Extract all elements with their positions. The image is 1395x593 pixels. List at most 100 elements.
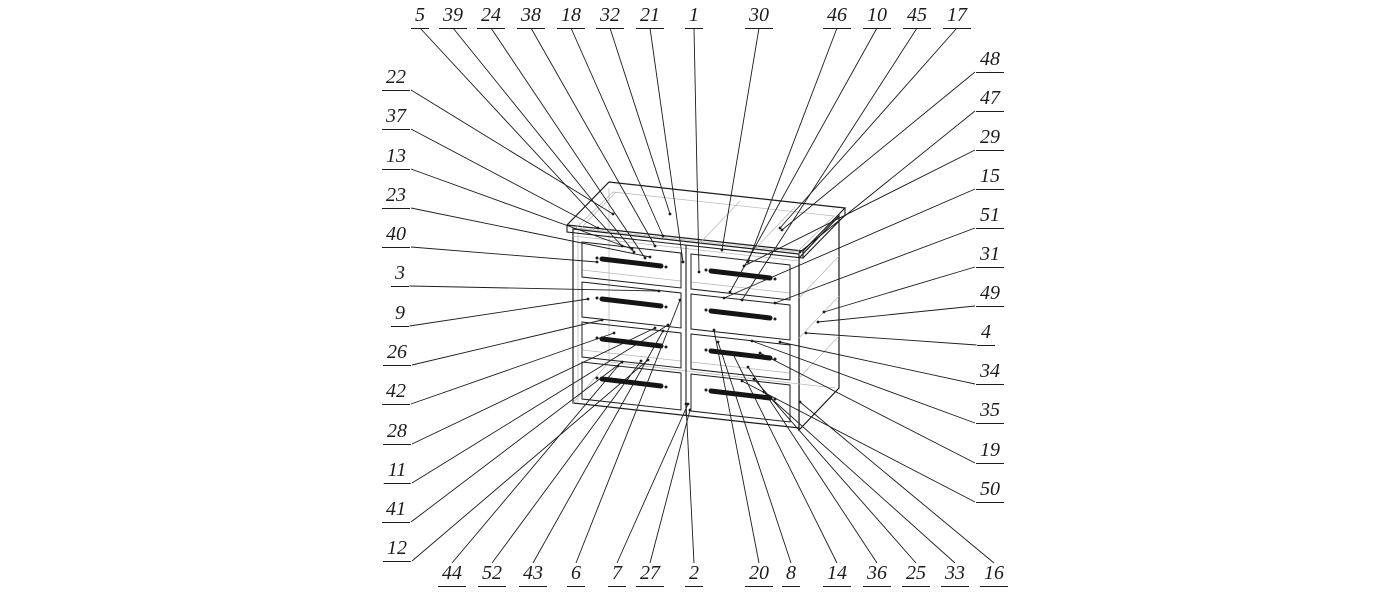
leader-line [570,27,664,237]
leader-endpoint-dot [780,228,784,232]
callout-label: 1 [685,4,703,29]
callout-label: 23 [382,184,410,209]
leader-lines [409,27,995,564]
leader-line [530,27,656,247]
drawer-handle [708,348,773,361]
callout-label: 36 [863,562,891,587]
leader-line [410,128,599,229]
leader-endpoint-dot [684,402,688,406]
leader-line [411,324,669,484]
leader-endpoint-dot [661,329,665,333]
callout-label: 37 [382,105,410,130]
leader-line [452,27,635,253]
leader-line [747,27,838,263]
drawer-handle [599,256,664,269]
leader-line [649,27,684,263]
callout-label: 13 [382,145,410,170]
callout-label: 40 [382,223,410,248]
drawer [581,281,682,329]
callout-label: 9 [391,302,409,327]
drawer-handle [599,376,664,389]
leader-line [799,401,995,564]
callout-label: 17 [943,4,971,29]
callout-label: 51 [976,204,1004,229]
leader-line [741,27,918,301]
callout-label: 3 [391,262,409,287]
leader-endpoint-dot [612,331,616,335]
leader-endpoint-dot [630,247,634,251]
leader-endpoint-dot [648,255,652,259]
callout-label: 22 [382,66,410,91]
leader-endpoint-dot [697,270,701,274]
leader-line [411,359,649,562]
callout-label: 42 [382,380,410,405]
leader-endpoint-dot [746,365,750,369]
leader-endpoint-dot [716,340,720,344]
callout-label: 43 [519,562,547,587]
callout-label: 24 [477,4,505,29]
callout-label: 19 [976,439,1004,464]
callout-label: 52 [478,562,506,587]
callout-label: 8 [782,562,800,587]
leader-endpoint-dot [668,212,672,216]
leader-line [799,110,976,253]
leader-line [779,27,958,229]
drawer-fronts [581,241,791,423]
drawer-handle [708,308,773,321]
leader-endpoint-dot [639,359,643,363]
dresser-drawing [565,181,847,432]
drawer [581,361,682,411]
leader-line [779,341,976,385]
leader-line [753,378,917,564]
leader-line [409,298,589,327]
leader-endpoint-dot [778,226,782,230]
leader-endpoint-dot [678,298,682,302]
leader-endpoint-dot [666,323,670,327]
callout-label: 44 [438,562,466,587]
leader-line [743,149,976,267]
callout-label: 6 [567,562,585,587]
leader-line [411,319,603,366]
leader-endpoint-dot [740,298,744,302]
leader-line [717,341,792,564]
leader-endpoint-dot [758,351,762,355]
leader-line [532,330,664,564]
drawer-handle [708,268,773,281]
leader-line [575,299,681,564]
leader-line [451,365,619,564]
leader-line [693,27,700,273]
callout-label: 2 [685,562,703,587]
leader-endpoint-dot [752,377,756,381]
drawer [690,333,791,381]
leader-endpoint-dot [804,331,808,335]
drawer [690,293,791,341]
leader-line [823,266,976,313]
callout-label: 5 [411,4,429,29]
callout-label: 50 [976,478,1004,503]
leader-endpoint-dot [722,296,726,300]
callout-label: 34 [976,360,1004,385]
leader-line [419,27,623,247]
leader-line [741,380,976,503]
leader-endpoint-dot [686,402,690,406]
leader-endpoint-dot [600,318,604,322]
leader-line [616,403,689,564]
leader-line [805,332,977,346]
callout-label: 11 [383,459,411,484]
callout-label: 10 [863,4,891,29]
callout-label: 38 [517,4,545,29]
leader-line [609,27,671,215]
leader-endpoint-dot [742,264,746,268]
leader-endpoint-dot [596,226,600,230]
callout-label: 41 [382,498,410,523]
drawer-handle [708,388,773,401]
leader-line [729,27,878,293]
leader-endpoint-dot [653,326,657,330]
callout-label: 39 [439,4,467,29]
callout-label: 14 [823,562,851,587]
leader-line [410,168,633,250]
leader-line [774,227,976,304]
